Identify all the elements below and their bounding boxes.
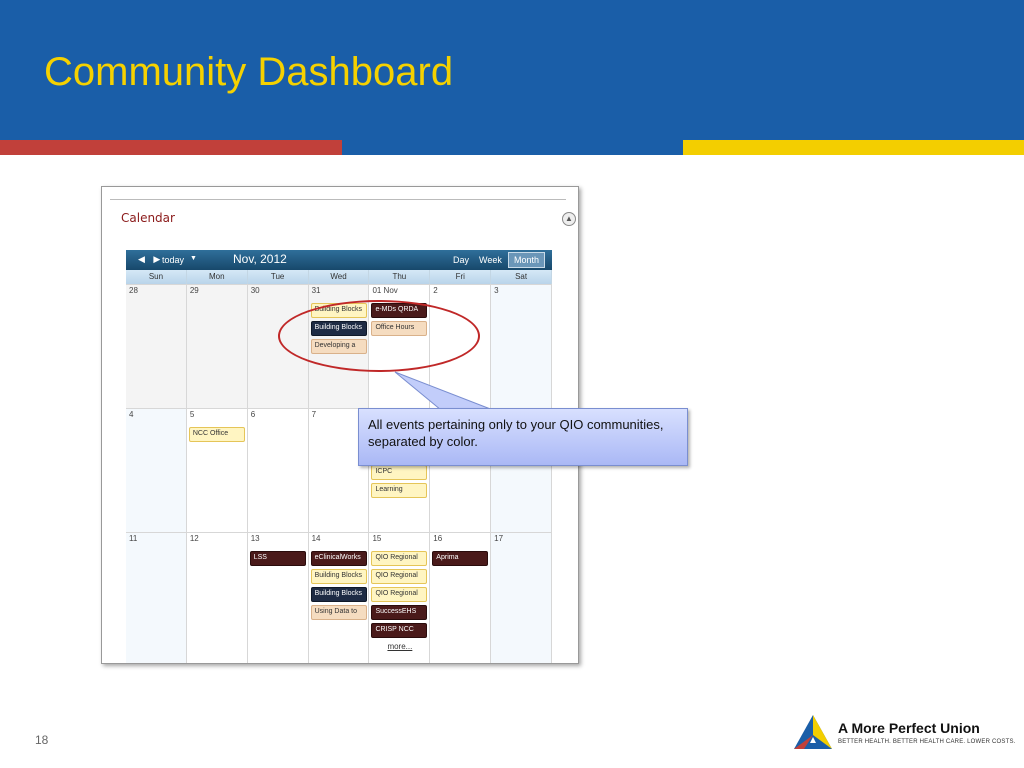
calendar-event[interactable]: QIO Regional: [371, 587, 428, 602]
day-header: Tue: [248, 270, 309, 284]
divider: [110, 199, 566, 200]
day-number: 7: [311, 410, 317, 419]
stripe-blue: [342, 140, 683, 155]
calendar-day-cell[interactable]: 28: [126, 285, 187, 408]
day-header: Sat: [491, 270, 553, 284]
day-number: 12: [189, 534, 199, 543]
logo-name: A More Perfect Union: [838, 720, 980, 736]
calendar-day-cell[interactable]: 29: [186, 285, 248, 408]
day-number: 13: [250, 534, 260, 543]
highlight-ring: [278, 300, 480, 372]
day-number: 11: [129, 534, 138, 543]
day-number: 4: [129, 410, 134, 419]
callout-box: All events pertaining only to your QIO c…: [358, 408, 688, 466]
calendar-event[interactable]: QIO Regional: [371, 569, 428, 584]
calendar-event[interactable]: QIO Regional: [371, 551, 428, 566]
day-number: 31: [311, 286, 321, 295]
calendar-event[interactable]: CRISP NCC: [371, 623, 428, 638]
day-number: 30: [250, 286, 260, 295]
day-number: 6: [250, 410, 256, 419]
day-header: Wed: [309, 270, 370, 284]
calendar-day-cell[interactable]: 12: [186, 533, 248, 663]
day-header: Fri: [430, 270, 492, 284]
collapse-icon[interactable]: ▲: [562, 212, 576, 226]
calendar-day-cell[interactable]: 4: [126, 409, 187, 532]
logo-mark-icon: [794, 715, 832, 749]
calendar-event[interactable]: Building Blocks: [310, 569, 367, 584]
calendar-day-cell[interactable]: 17: [491, 533, 553, 663]
prev-next-arrows-icon[interactable]: ◀ ▶: [138, 254, 164, 264]
day-header: Sun: [126, 270, 187, 284]
day-number: 01 Nov: [372, 286, 398, 295]
calendar-event[interactable]: eClinicalWorks: [310, 551, 367, 566]
chevron-down-icon[interactable]: ▼: [190, 255, 197, 262]
day-headers: Sun Mon Tue Wed Thu Fri Sat: [126, 270, 553, 284]
calendar-day-cell[interactable]: 3: [491, 285, 553, 408]
day-header: Mon: [187, 270, 248, 284]
day-number: 15: [372, 534, 382, 543]
day-number: 3: [494, 286, 499, 295]
page-number: 18: [35, 733, 49, 747]
calendar-heading: Calendar: [121, 211, 175, 225]
callout-text: All events pertaining only to your QIO c…: [368, 417, 664, 449]
view-day-button[interactable]: Day: [453, 255, 470, 265]
more-events-link[interactable]: more...: [387, 642, 413, 651]
day-number: 16: [433, 534, 443, 543]
calendar-event[interactable]: Building Blocks: [310, 587, 367, 602]
day-number: 17: [494, 534, 504, 543]
calendar-event[interactable]: NCC Office: [188, 427, 245, 442]
slide-title: Community Dashboard: [44, 50, 454, 94]
calendar-event[interactable]: SuccessEHS: [371, 605, 428, 620]
month-title: Nov, 2012: [233, 252, 287, 266]
calendar-event[interactable]: Using Data to: [310, 605, 367, 620]
calendar-day-cell[interactable]: 11: [126, 533, 187, 663]
header-band: [0, 0, 1024, 140]
view-month-button[interactable]: Month: [508, 252, 546, 268]
stripe-red: [0, 140, 342, 155]
today-button[interactable]: today: [162, 255, 185, 265]
calendar-toolbar: ◀ ▶ today ▼ Nov, 2012 Day Week Month: [126, 250, 552, 270]
day-header: Thu: [369, 270, 431, 284]
day-number: 5: [189, 410, 195, 419]
day-number: 14: [311, 534, 321, 543]
calendar-event[interactable]: ICPC: [371, 465, 428, 480]
logo-tagline: BETTER HEALTH. BETTER HEALTH CARE. LOWER…: [838, 739, 1016, 745]
stripe-yellow: [683, 140, 1024, 155]
calendar-day-cell[interactable]: 6: [247, 409, 309, 532]
day-number: 29: [189, 286, 199, 295]
day-number: 28: [129, 286, 138, 295]
calendar-event[interactable]: LSS: [249, 551, 306, 566]
calendar-event[interactable]: Aprima: [432, 551, 489, 566]
view-week-button[interactable]: Week: [479, 255, 502, 265]
calendar-event[interactable]: Learning: [371, 483, 428, 498]
day-number: 2: [433, 286, 438, 295]
